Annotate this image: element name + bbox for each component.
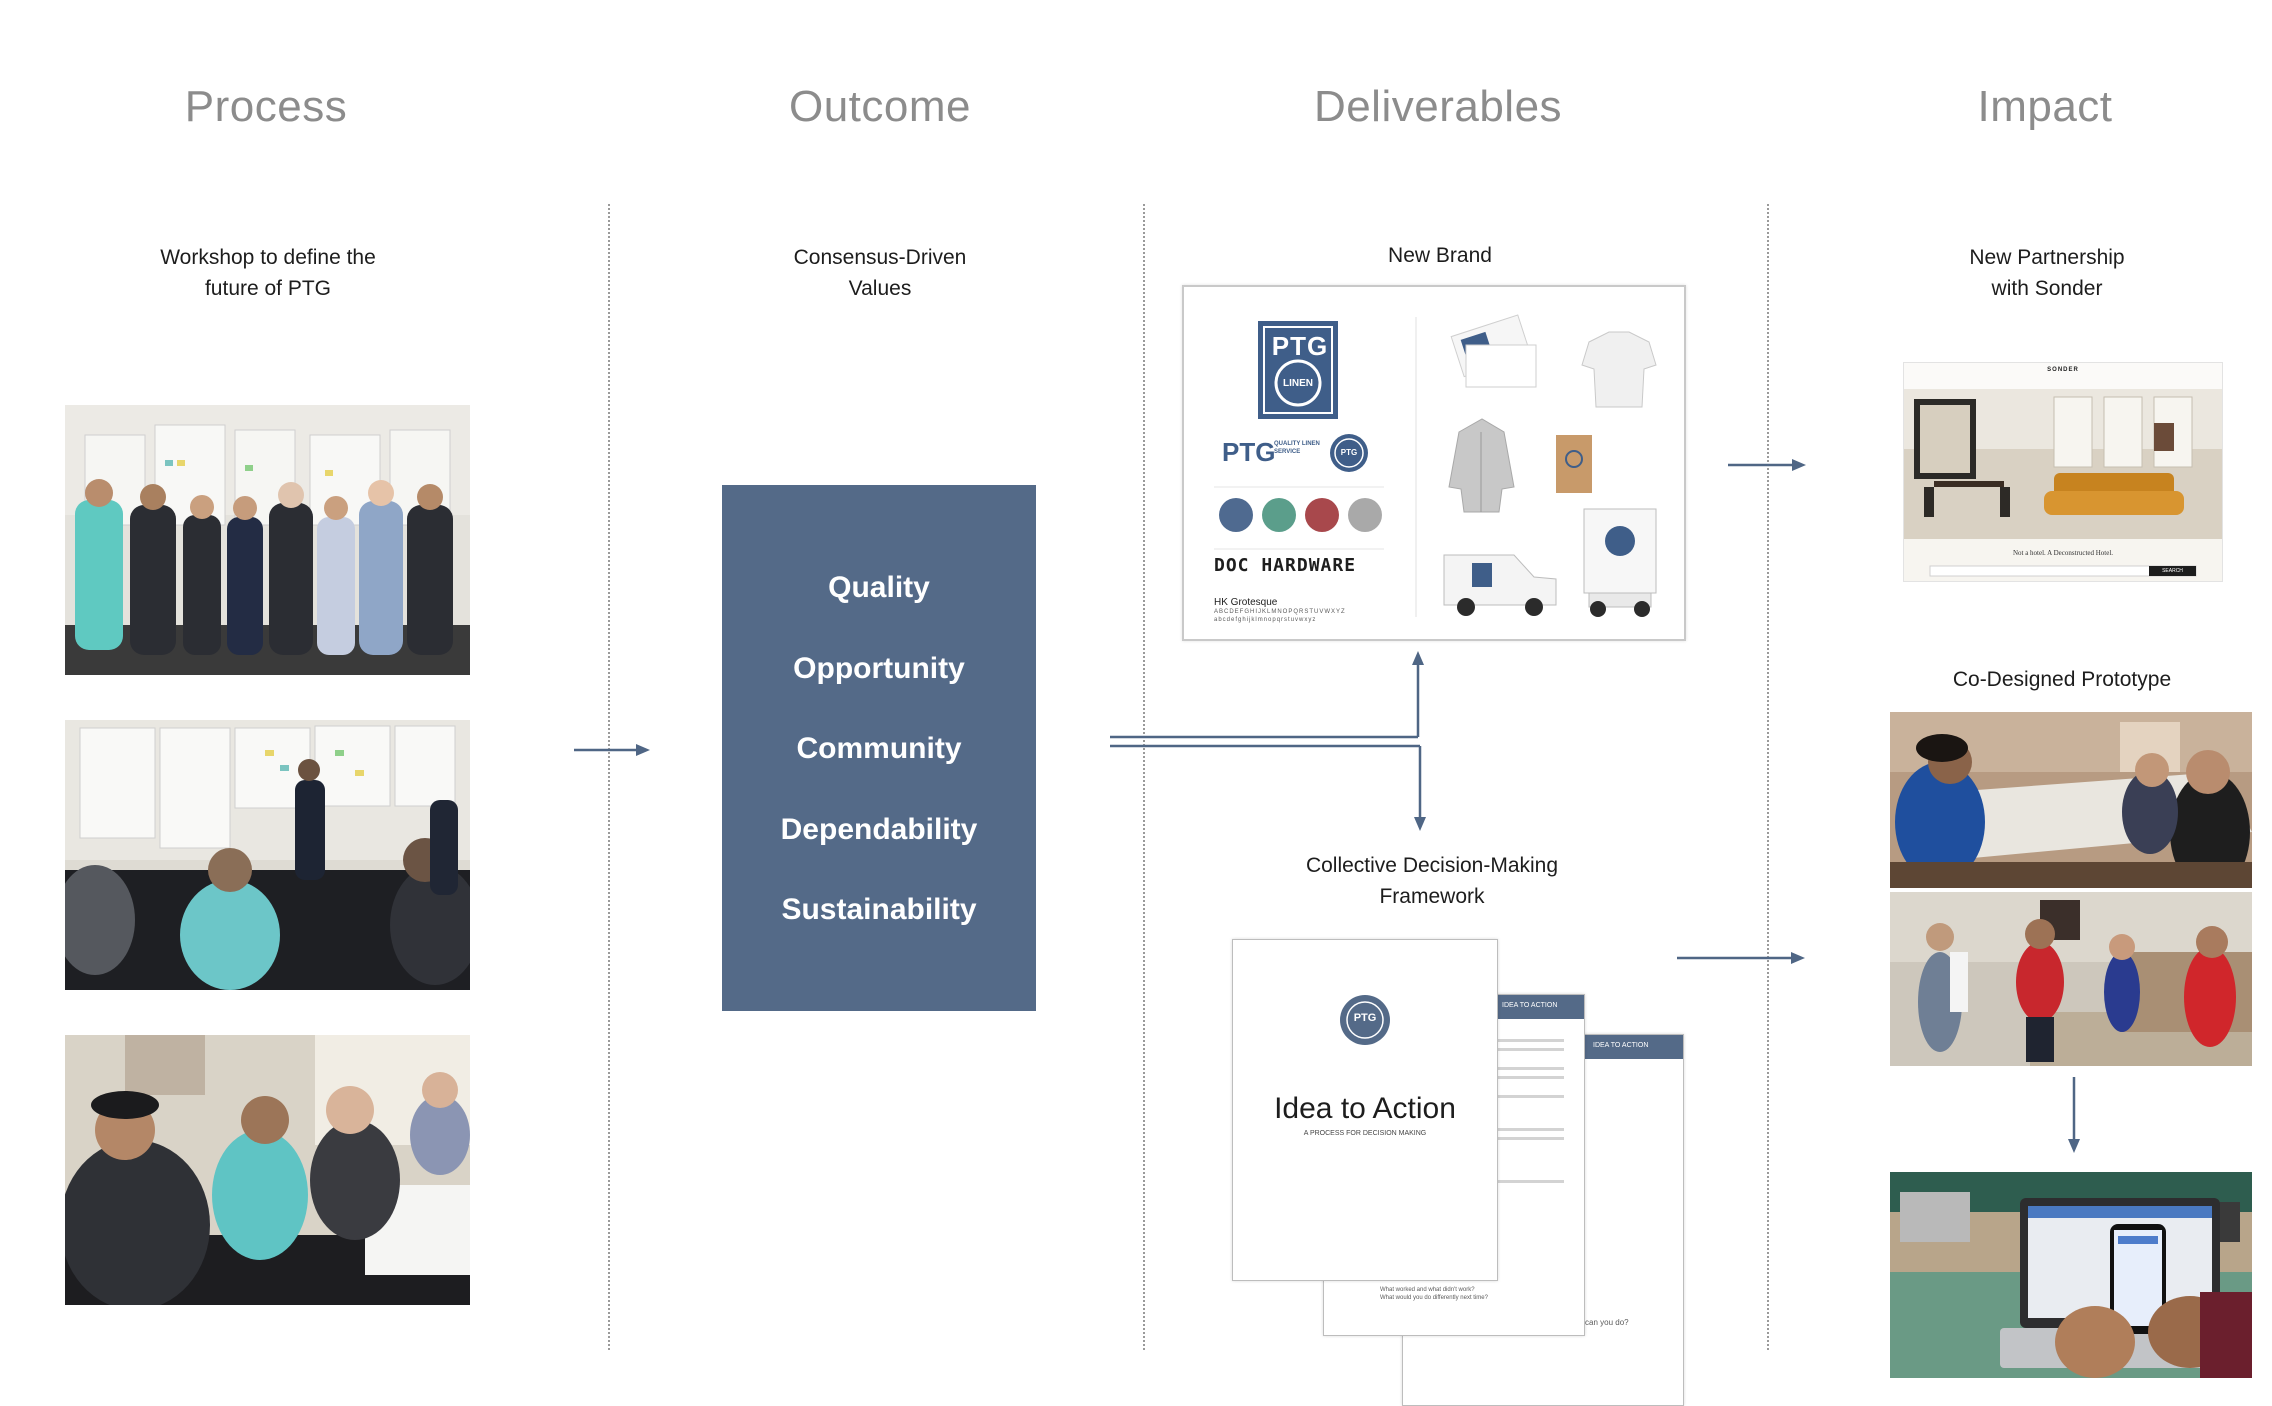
sonder-website-screenshot: SONDER Not a hotel. A Deconstructed Hote… <box>1903 362 2223 582</box>
prototype-photo-table <box>1890 712 2252 888</box>
workshop-photo-group <box>65 405 470 675</box>
doc-subtitle: A PROCESS FOR DECISION MAKING <box>1303 1130 1427 1137</box>
brand-typeface-body: HK Grotesque <box>1214 597 1278 608</box>
brand-wordmark: PTG <box>1222 437 1276 467</box>
connector-outcome-to-deliverables <box>1110 651 1426 831</box>
brand-logo-text: PTG <box>1271 331 1329 361</box>
caption-framework: Collective Decision-Making Framework <box>1262 850 1602 912</box>
value-item: Quality <box>828 571 930 604</box>
doc-badge-text: PTG <box>1353 1012 1377 1024</box>
prototype-photo-office <box>1890 892 2252 1066</box>
doc-footer-question: can you do? <box>1585 1318 1629 1327</box>
column-divider <box>1767 204 1769 1350</box>
sonder-brand: SONDER <box>2047 367 2079 373</box>
caption-framework-line1: Collective Decision-Making <box>1305 854 1559 877</box>
framework-doc-cover: PTG Idea to Action A PROCESS FOR DECISIO… <box>1232 939 1498 1281</box>
caption-partnership-line1: New Partnership <box>1969 246 2125 269</box>
doc-header-tab-text: IDEA TO ACTION <box>1593 1042 1649 1049</box>
caption-outcome: Consensus-Driven Values <box>730 242 1030 304</box>
doc-footer-question: What would you do differently next time? <box>1380 1295 1488 1301</box>
column-title-deliverables: Deliverables <box>1313 82 1563 131</box>
doc-header-tab <box>1494 995 1584 1019</box>
column-divider <box>608 204 610 1350</box>
brand-alphabet-lower: abcdefghijklmnopqrstuvwxyz <box>1214 617 1317 623</box>
brand-badge-text: PTG <box>1340 448 1358 457</box>
doc-body-lines <box>1494 1039 1564 1189</box>
arrow-framework-to-prototype <box>1677 952 1805 964</box>
caption-process: Workshop to define the future of PTG <box>118 242 418 304</box>
prototype-photo-device <box>1890 1172 2252 1378</box>
caption-process-line2: future of PTG <box>204 277 332 300</box>
column-title-process: Process <box>184 82 348 131</box>
value-item: Dependability <box>780 813 978 846</box>
column-title-impact: Impact <box>1977 82 2113 131</box>
column-divider <box>1143 204 1145 1350</box>
doc-badge <box>1340 995 1390 1045</box>
brand-typeface-display: DOC HARDWARE <box>1214 555 1357 576</box>
caption-partnership: New Partnership with Sonder <box>1897 242 2197 304</box>
sonder-tagline: Not a hotel. A Deconstructed Hotel. <box>2012 549 2114 557</box>
caption-outcome-line2: Values <box>848 277 912 300</box>
value-item: Opportunity <box>793 652 965 685</box>
caption-partnership-line2: with Sonder <box>1991 277 2103 300</box>
value-item: Community <box>796 732 962 765</box>
brand-logo-ring: LINEN <box>1283 378 1313 389</box>
brand-wordmark-sub: QUALITY LINEN SERVICE <box>1274 441 1320 455</box>
workshop-photo-whiteboard <box>65 720 470 990</box>
arrow-prototype-to-device <box>2068 1077 2080 1153</box>
caption-framework-line2: Framework <box>1379 885 1485 908</box>
workshop-photo-seated <box>65 1035 470 1305</box>
arrow-process-to-outcome <box>574 744 650 756</box>
caption-prototype: Co-Designed Prototype <box>1952 668 2172 691</box>
caption-process-line1: Workshop to define the <box>160 246 376 269</box>
brand-board: PTG LINEN PTG QUALITY LINEN SERVICE PTG … <box>1182 285 1686 641</box>
arrow-brand-to-partnership <box>1728 459 1806 471</box>
caption-outcome-line1: Consensus-Driven <box>793 246 967 269</box>
doc-header-tab <box>1583 1035 1683 1059</box>
doc-header-tab-text: IDEA TO ACTION <box>1502 1002 1558 1009</box>
column-title-outcome: Outcome <box>788 82 971 131</box>
brand-alphabet-upper: ABCDEFGHIJKLMNOPQRSTUVWXYZ <box>1214 609 1346 615</box>
sonder-search-button: SEARCH <box>2162 568 2183 574</box>
doc-title: Idea to Action <box>1274 1092 1456 1125</box>
caption-brand: New Brand <box>1388 244 1492 267</box>
doc-footer-question: What worked and what didn't work? <box>1380 1287 1475 1293</box>
value-item: Sustainability <box>781 893 977 926</box>
values-box: Quality Opportunity Community Dependabil… <box>722 485 1036 1011</box>
